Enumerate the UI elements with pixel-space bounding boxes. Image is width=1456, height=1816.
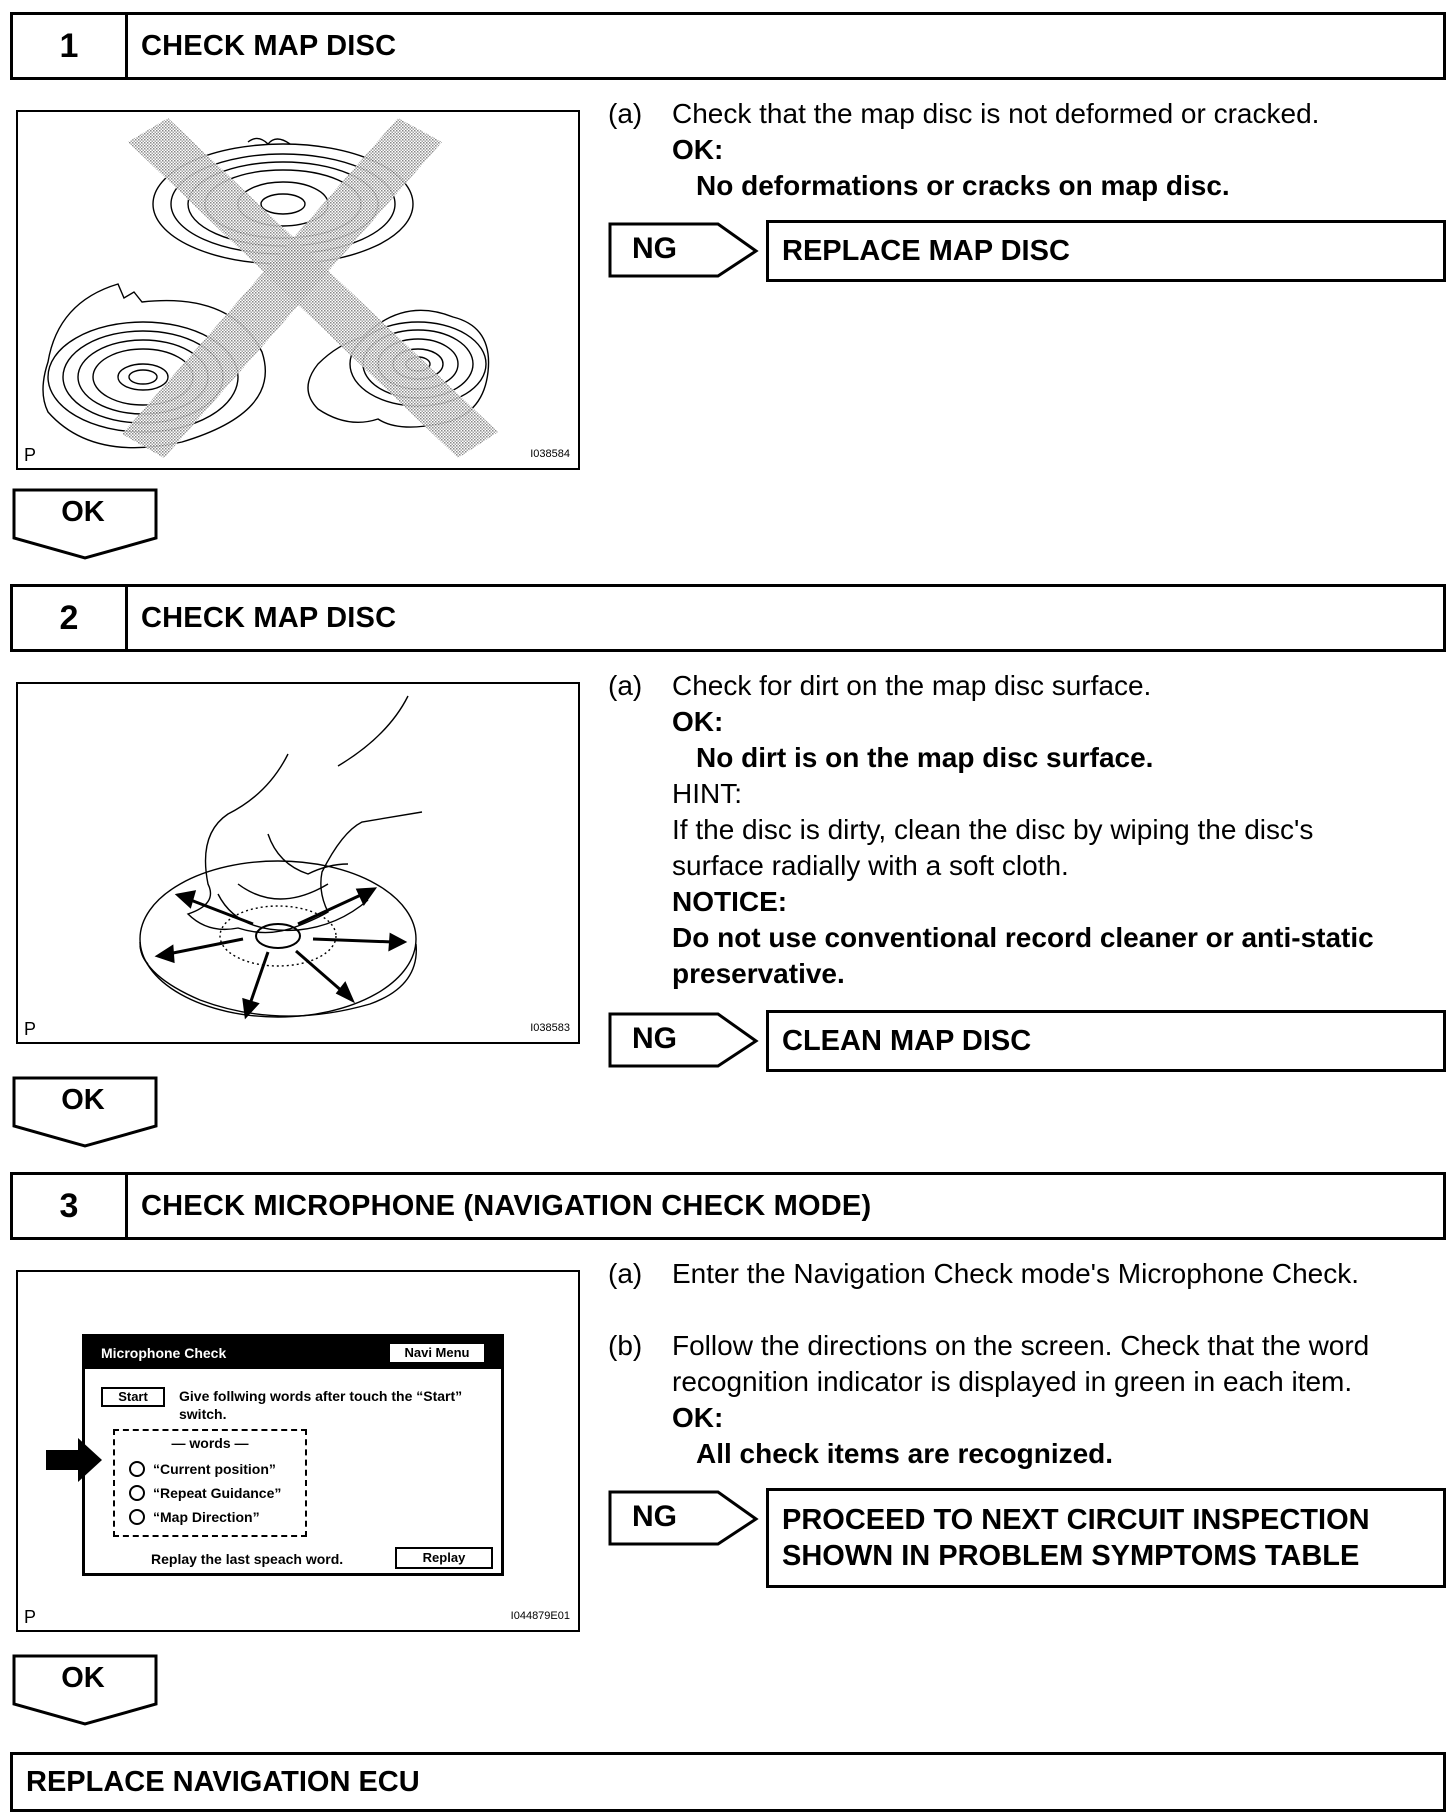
step-2-header: 2 CHECK MAP DISC	[10, 584, 1446, 652]
ok-label: OK	[12, 1662, 154, 1695]
ok-criteria-text: All check items are recognized.	[696, 1436, 1113, 1472]
word-text: “Current position”	[153, 1461, 276, 1477]
microphone-check-screen: Microphone Check Navi Menu Start Give fo…	[82, 1334, 504, 1576]
step-2-ng-arrow: NG	[608, 1012, 760, 1070]
ng-arrow-shape	[608, 1012, 760, 1070]
figure-corner-label: P	[24, 1019, 36, 1040]
word-item: “Map Direction”	[129, 1509, 260, 1525]
notice-text-line-1: Do not use conventional record cleaner o…	[672, 920, 1374, 956]
words-list: — words — “Current position” “Repeat Gui…	[113, 1429, 307, 1537]
step-3-ng-arrow: NG	[608, 1490, 760, 1548]
figure-corner-label: P	[24, 445, 36, 466]
notice-label: NOTICE:	[672, 884, 787, 920]
step-1-number: 1	[13, 15, 128, 77]
step-1-ng-arrow: NG	[608, 222, 760, 280]
item-text: Check that the map disc is not deformed …	[672, 96, 1319, 132]
item-text-line-2: recognition indicator is displayed in gr…	[672, 1364, 1352, 1400]
words-title: — words —	[115, 1435, 305, 1451]
step-1-ng-result: REPLACE MAP DISC	[766, 220, 1446, 282]
replay-button[interactable]: Replay	[395, 1547, 493, 1569]
start-button[interactable]: Start	[101, 1387, 165, 1407]
hint-label: HINT:	[672, 776, 742, 812]
step-2-figure: P I038583	[16, 682, 580, 1044]
screen-title: Microphone Check	[101, 1345, 226, 1361]
step-2-ok-arrow: OK	[12, 1076, 158, 1148]
step-2-number: 2	[13, 587, 128, 649]
cracked-deformed-discs-illustration	[18, 112, 578, 468]
ng-arrow-shape	[608, 222, 760, 280]
pointer-arrow-icon	[46, 1438, 106, 1482]
figure-code: I044879E01	[511, 1610, 570, 1622]
step-1-ok-arrow: OK	[12, 488, 158, 560]
recognition-indicator-icon	[129, 1509, 145, 1525]
figure-corner-label: P	[24, 1607, 36, 1628]
final-action-box: REPLACE NAVIGATION ECU	[10, 1752, 1446, 1812]
ng-label: NG	[632, 222, 677, 276]
step-1-title: CHECK MAP DISC	[141, 15, 396, 77]
step-3-ng-result: PROCEED TO NEXT CIRCUIT INSPECTION SHOWN…	[766, 1488, 1446, 1588]
step-3-number: 3	[13, 1175, 128, 1237]
ok-criteria-label: OK:	[672, 132, 723, 168]
step-3-figure: Microphone Check Navi Menu Start Give fo…	[16, 1270, 580, 1632]
ng-label: NG	[632, 1490, 677, 1544]
recognition-indicator-icon	[129, 1461, 145, 1477]
word-item: “Current position”	[129, 1461, 276, 1477]
ok-criteria-text: No deformations or cracks on map disc.	[696, 168, 1230, 204]
step-2-ng-result: CLEAN MAP DISC	[766, 1010, 1446, 1072]
step-2-title: CHECK MAP DISC	[141, 587, 396, 649]
ok-label: OK	[12, 496, 154, 529]
step-1-figure: P I038584	[16, 110, 580, 470]
item-label: (a)	[608, 1256, 642, 1292]
notice-text-line-2: preservative.	[672, 956, 845, 992]
ng-result-line-1: PROCEED TO NEXT CIRCUIT INSPECTION	[782, 1502, 1370, 1538]
word-text: “Repeat Guidance”	[153, 1485, 281, 1501]
step-3-header: 3 CHECK MICROPHONE (NAVIGATION CHECK MOD…	[10, 1172, 1446, 1240]
item-label: (a)	[608, 96, 642, 132]
word-item: “Repeat Guidance”	[129, 1485, 281, 1501]
ng-result-line-2: SHOWN IN PROBLEM SYMPTOMS TABLE	[782, 1538, 1359, 1574]
step-3-ok-arrow: OK	[12, 1654, 158, 1726]
ok-criteria-text: No dirt is on the map disc surface.	[696, 740, 1153, 776]
ok-label: OK	[12, 1084, 154, 1117]
ng-label: NG	[632, 1012, 677, 1066]
hint-text-line-2: surface radially with a soft cloth.	[672, 848, 1069, 884]
figure-code: I038583	[530, 1022, 570, 1034]
ok-criteria-label: OK:	[672, 1400, 723, 1436]
item-text: Enter the Navigation Check mode's Microp…	[672, 1256, 1359, 1292]
ok-criteria-label: OK:	[672, 704, 723, 740]
item-label: (a)	[608, 668, 642, 704]
ng-arrow-shape	[608, 1490, 760, 1548]
figure-code: I038584	[530, 448, 570, 460]
step-3-title: CHECK MICROPHONE (NAVIGATION CHECK MODE)	[141, 1175, 871, 1237]
step-2-text: (a) Check for dirt on the map disc surfa…	[608, 668, 1448, 992]
step-1-text: (a) Check that the map disc is not defor…	[608, 96, 1448, 204]
hint-text-line-1: If the disc is dirty, clean the disc by …	[672, 812, 1313, 848]
instruction-text: Give follwing words after touch the “Sta…	[179, 1387, 499, 1423]
screen-header: Microphone Check Navi Menu	[85, 1337, 501, 1369]
step-1-header: 1 CHECK MAP DISC	[10, 12, 1446, 80]
item-text: Check for dirt on the map disc surface.	[672, 668, 1151, 704]
replay-text: Replay the last speach word.	[151, 1551, 343, 1567]
wiping-disc-illustration	[18, 684, 578, 1042]
word-text: “Map Direction”	[153, 1509, 260, 1525]
item-text-line-1: Follow the directions on the screen. Che…	[672, 1328, 1369, 1364]
recognition-indicator-icon	[129, 1485, 145, 1501]
navi-menu-button[interactable]: Navi Menu	[389, 1343, 485, 1363]
item-label: (b)	[608, 1328, 642, 1364]
step-3-text: (a) Enter the Navigation Check mode's Mi…	[608, 1256, 1448, 1472]
